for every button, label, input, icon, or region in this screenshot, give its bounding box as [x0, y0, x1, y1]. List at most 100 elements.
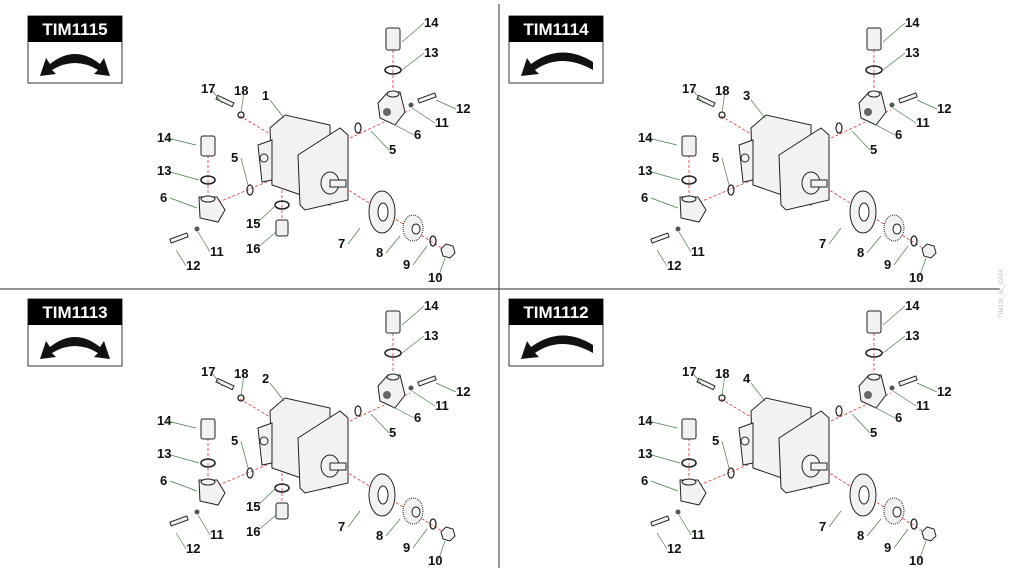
callout-lockwasher: 9	[884, 540, 891, 555]
callout-gear: 8	[376, 245, 383, 260]
callout-oring-mid-right: 5	[870, 142, 877, 157]
callout-fitting-drain: 16	[246, 241, 260, 256]
callout-pump: 3	[743, 88, 750, 103]
callout-oring-mid-left: 5	[712, 150, 719, 165]
nut	[440, 243, 456, 259]
callout-fitting-left: 14	[157, 413, 172, 428]
callout-elbow-left: 6	[160, 190, 167, 205]
callout-nut: 10	[428, 270, 442, 285]
callout-oring-mid-right: 5	[389, 425, 396, 440]
callout-bolt-left: 12	[667, 541, 681, 556]
callout-oring-right: 13	[905, 328, 919, 343]
callout-bolt-left: 12	[667, 258, 681, 273]
fitting	[200, 418, 216, 440]
callout-pump: 4	[743, 371, 751, 386]
callout-washer-left: 11	[210, 244, 224, 259]
double-curved-arrow-icon	[40, 54, 110, 76]
callout-elbow-right: 6	[895, 410, 902, 425]
callout-oring-right: 13	[424, 328, 438, 343]
callout-fitting-left: 14	[157, 130, 172, 145]
callout-elbow-right: 6	[895, 127, 902, 142]
callout-washer-right: 11	[916, 398, 930, 413]
callout-oring-mid-right: 5	[870, 425, 877, 440]
bolt	[169, 515, 189, 527]
callout-plate: 7	[338, 236, 345, 251]
callout-bolt-right: 12	[456, 384, 470, 399]
callout-lockwasher: 9	[403, 257, 410, 272]
panel-code: TIM1115	[42, 20, 107, 39]
callout-washer-left: 11	[691, 244, 705, 259]
o-ring	[200, 175, 216, 185]
callout-fitting-right: 14	[424, 15, 439, 30]
callout-oring-mid-left: 5	[231, 150, 238, 165]
nut	[440, 526, 456, 542]
callout-washer-top: 18	[715, 83, 729, 98]
double-curved-arrow-icon	[40, 337, 110, 359]
callout-fitting-left: 14	[638, 130, 653, 145]
callout-washer-left: 11	[691, 527, 705, 542]
panel-code: TIM1112	[523, 303, 588, 322]
callout-oring-drain: 15	[246, 499, 260, 514]
callout-fitting-left: 14	[638, 413, 653, 428]
callout-oring-right: 13	[424, 45, 438, 60]
callout-washer-top: 18	[234, 366, 248, 381]
o-ring	[200, 458, 216, 468]
gear-pump	[738, 397, 830, 494]
callout-fitting-right: 14	[424, 298, 439, 313]
callout-washer-right: 11	[916, 115, 930, 130]
bolt	[169, 232, 189, 244]
callout-bolt-left: 12	[186, 258, 200, 273]
callout-gear: 8	[857, 245, 864, 260]
callout-oring-mid-left: 5	[712, 433, 719, 448]
gear-pump	[738, 114, 830, 211]
callout-bolt-top: 17	[682, 364, 696, 379]
callout-gear: 8	[376, 528, 383, 543]
gear-pump	[257, 114, 349, 211]
callout-oring-right: 13	[905, 45, 919, 60]
bolt	[650, 232, 670, 244]
left-curved-arrow-icon	[521, 52, 593, 76]
bolt	[650, 515, 670, 527]
callout-bolt-left: 12	[186, 541, 200, 556]
callout-bolt-top: 17	[201, 81, 215, 96]
callout-pump: 2	[262, 371, 269, 386]
callout-plate: 7	[819, 236, 826, 251]
callout-washer-left: 11	[210, 527, 224, 542]
side-code: TIM130_01_CAT4	[999, 269, 1005, 318]
callout-bolt-top: 17	[201, 364, 215, 379]
callout-lockwasher: 9	[403, 540, 410, 555]
panel-code: TIM1113	[42, 303, 107, 322]
callout-nut: 10	[909, 270, 923, 285]
callout-oring-left: 13	[157, 163, 171, 178]
callout-nut: 10	[909, 553, 923, 568]
left-curved-arrow-icon	[521, 335, 593, 359]
callout-elbow-left: 6	[641, 190, 648, 205]
callout-oring-mid-right: 5	[389, 142, 396, 157]
fitting	[200, 135, 216, 157]
rotation-badge: TIM1114	[508, 15, 604, 84]
callout-elbow-left: 6	[641, 473, 648, 488]
callout-bolt-right: 12	[937, 384, 951, 399]
rotation-badge: TIM1115	[27, 15, 123, 84]
callout-washer-top: 18	[715, 366, 729, 381]
callout-elbow-right: 6	[414, 127, 421, 142]
callout-oring-drain: 15	[246, 216, 260, 231]
callout-washer-top: 18	[234, 83, 248, 98]
fitting	[681, 418, 697, 440]
callout-oring-left: 13	[157, 446, 171, 461]
callout-oring-mid-left: 5	[231, 433, 238, 448]
nut	[921, 243, 937, 259]
callout-fitting-right: 14	[905, 15, 920, 30]
callout-bolt-right: 12	[937, 101, 951, 116]
callout-oring-left: 13	[638, 163, 652, 178]
callout-elbow-left: 6	[160, 473, 167, 488]
gear-pump	[257, 397, 349, 494]
callout-nut: 10	[428, 553, 442, 568]
o-ring	[681, 458, 697, 468]
callout-fitting-drain: 16	[246, 524, 260, 539]
callout-fitting-right: 14	[905, 298, 920, 313]
